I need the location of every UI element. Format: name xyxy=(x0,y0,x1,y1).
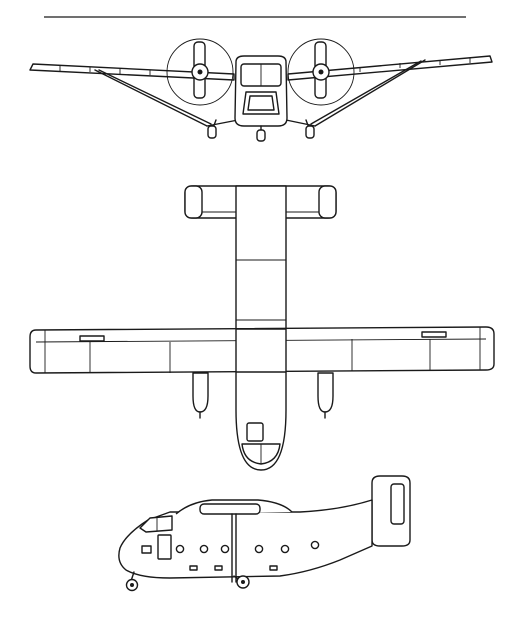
front-left-wing xyxy=(29,63,235,81)
side-rudder xyxy=(390,483,405,525)
top-right-aileron-tab xyxy=(421,331,447,338)
front-nose-window xyxy=(247,95,275,111)
front-landing-gear xyxy=(207,119,315,142)
front-left-engine xyxy=(191,41,209,99)
side-main-gear xyxy=(233,575,250,589)
top-left-aileron-tab xyxy=(79,335,105,342)
side-crew-door xyxy=(157,534,172,560)
front-wing-struts xyxy=(94,59,426,127)
top-center-section xyxy=(235,328,287,373)
front-wing-rivets xyxy=(59,58,471,75)
side-nose-hatch xyxy=(141,545,152,554)
side-cockpit-window xyxy=(139,515,173,533)
front-view xyxy=(29,38,493,142)
top-right-nacelle xyxy=(317,372,334,419)
side-nose-gear xyxy=(125,571,139,592)
top-cockpit-hatch xyxy=(246,422,264,442)
front-right-prop-disc xyxy=(287,38,355,106)
side-wing xyxy=(199,503,261,515)
front-right-engine xyxy=(312,41,330,99)
side-portholes xyxy=(175,540,320,554)
front-left-prop-disc xyxy=(166,38,234,106)
side-lower-hatches xyxy=(189,565,278,571)
side-fuselage xyxy=(118,499,373,579)
top-left-nacelle xyxy=(192,372,209,419)
top-fins xyxy=(184,185,337,219)
top-view xyxy=(29,185,495,471)
side-view xyxy=(118,475,411,592)
